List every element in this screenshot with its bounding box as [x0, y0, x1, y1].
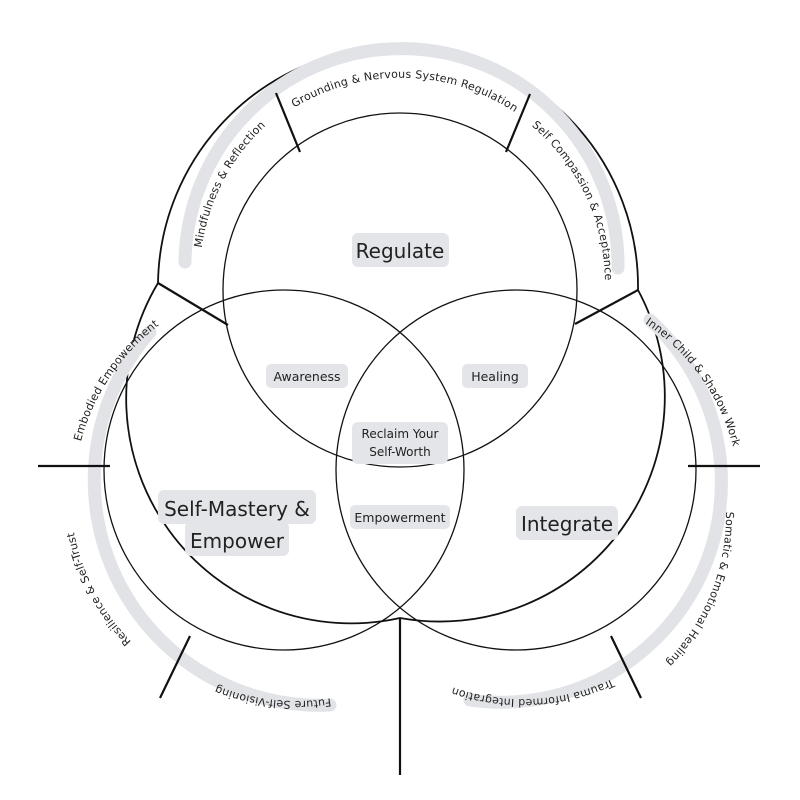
- regulate-circle: [222, 112, 578, 468]
- divider-tick: [504, 93, 532, 153]
- svg-text:Healing: Healing: [471, 369, 519, 384]
- svg-text:Integrate: Integrate: [521, 512, 613, 536]
- right-ring-band: [463, 313, 728, 709]
- divider-tick: [157, 282, 229, 326]
- empowerment-label: Empowerment: [350, 505, 450, 529]
- empower-circle: [103, 289, 465, 651]
- center-label: Reclaim Your Self-Worth: [352, 422, 448, 464]
- svg-text:Empower: Empower: [190, 529, 285, 553]
- awareness-label: Awareness: [266, 364, 348, 388]
- svg-text:Reclaim Your: Reclaim Your: [362, 427, 439, 441]
- integrate-circle: [335, 289, 697, 651]
- regulate-label: Regulate: [352, 233, 449, 267]
- svg-text:Awareness: Awareness: [273, 369, 340, 384]
- empower-label: Self-Mastery & Empower: [158, 490, 316, 556]
- svg-text:Self-Mastery &: Self-Mastery &: [164, 497, 310, 521]
- divider-tick: [159, 635, 191, 699]
- divider-tick: [574, 289, 639, 325]
- svg-text:Empowerment: Empowerment: [354, 510, 445, 525]
- left-ring-band: [87, 325, 337, 712]
- svg-text:Regulate: Regulate: [356, 239, 445, 263]
- divider-tick: [610, 635, 642, 699]
- svg-text:Self-Worth: Self-Worth: [369, 445, 431, 459]
- top-ring-band: [178, 42, 625, 275]
- integrate-label: Integrate: [516, 506, 618, 540]
- healing-label: Healing: [462, 364, 528, 388]
- divider-tick: [274, 92, 302, 153]
